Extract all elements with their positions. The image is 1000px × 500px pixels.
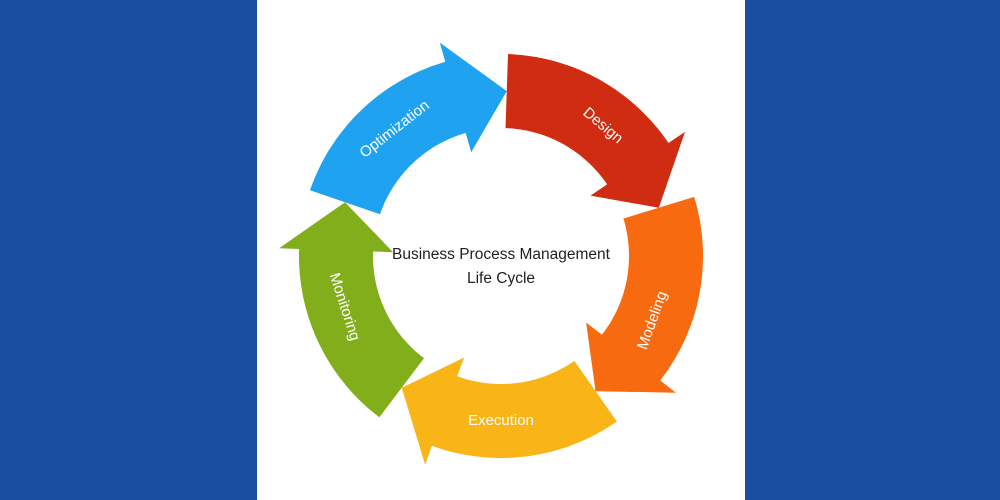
center-title-line2: Life Cycle: [467, 270, 535, 287]
center-title-line1: Business Process Management: [392, 246, 611, 263]
arrow-execution: [401, 357, 617, 465]
cycle-arrows: [279, 42, 703, 465]
arrow-modeling: [586, 196, 703, 393]
arrow-optimization: [310, 42, 507, 215]
right-blue-panel: [745, 0, 1000, 500]
arrow-design: [505, 54, 685, 208]
arrow-monitoring: [279, 202, 424, 418]
cycle-labels: DesignModelingExecutionMonitoringOptimiz…: [326, 97, 671, 429]
left-blue-panel: [0, 0, 257, 500]
label-execution: Execution: [468, 412, 534, 429]
bpm-cycle-diagram: DesignModelingExecutionMonitoringOptimiz…: [279, 42, 703, 465]
